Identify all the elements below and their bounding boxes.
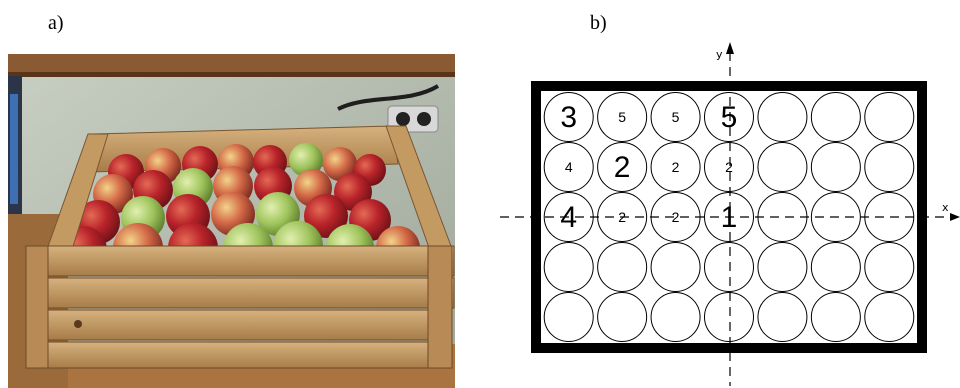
- cell-number: 5: [672, 109, 680, 125]
- apple-circle: [650, 242, 701, 292]
- crate-front: [25, 245, 455, 369]
- apple-circle: [704, 242, 754, 292]
- apple-circle: [597, 92, 648, 142]
- cell-number: 1: [721, 201, 738, 234]
- apple-circle: [597, 142, 648, 192]
- apple-circle: [864, 292, 915, 342]
- apple-circle: [810, 142, 861, 192]
- grid-diagram: x y 3 5 5 5 4 2 2 2 4 2 2 1: [500, 42, 960, 386]
- apple-circle: [864, 242, 915, 292]
- cell-number: 2: [618, 209, 626, 225]
- apple-circle: [543, 92, 594, 142]
- apple-circle: [704, 292, 754, 342]
- apple-circle: [543, 142, 594, 192]
- apple-circle: [810, 92, 861, 142]
- x-axis-arrow: [950, 213, 960, 221]
- apple-circle: [650, 92, 701, 142]
- panel-b-label: b): [590, 12, 607, 34]
- y-axis-arrow: [726, 42, 734, 54]
- apple-circle: [650, 292, 701, 342]
- apple-circle: [864, 142, 915, 192]
- cell-number: 2: [672, 159, 680, 175]
- apple-crate-photo: [8, 54, 455, 388]
- cell-number: 5: [721, 101, 738, 134]
- apple-circle: [650, 142, 701, 192]
- apple-circle: [810, 292, 861, 342]
- cell-number: 3: [560, 101, 577, 134]
- power-cable: [337, 84, 440, 111]
- apple-circle: [757, 142, 808, 192]
- panel-a-label: a): [48, 12, 64, 34]
- apple-circle: [543, 292, 594, 342]
- cell-number: 2: [614, 151, 631, 184]
- apple-circle: [704, 142, 754, 192]
- cell-number: 2: [672, 209, 680, 225]
- x-axis-label: x: [942, 201, 949, 214]
- y-axis-label: y: [716, 48, 723, 61]
- cell-labels: 3 5 5 5 4 2 2 2 4 2 2 1: [560, 101, 737, 234]
- apple-circle: [757, 292, 808, 342]
- apple-circle: [757, 92, 808, 142]
- apple-circle: [864, 92, 915, 142]
- apple-circle: [810, 242, 861, 292]
- cell-number: 4: [560, 201, 577, 234]
- apple-circle: [597, 242, 648, 292]
- cell-number: 5: [618, 109, 626, 125]
- apple-circle: [757, 242, 808, 292]
- apple-circle: [704, 192, 754, 242]
- cell-number: 4: [565, 159, 573, 175]
- apple-circle: [543, 242, 594, 292]
- apple-circle: [597, 292, 648, 342]
- shelf: [8, 54, 455, 76]
- apple-circle: [704, 92, 754, 142]
- cell-number: 2: [725, 159, 733, 175]
